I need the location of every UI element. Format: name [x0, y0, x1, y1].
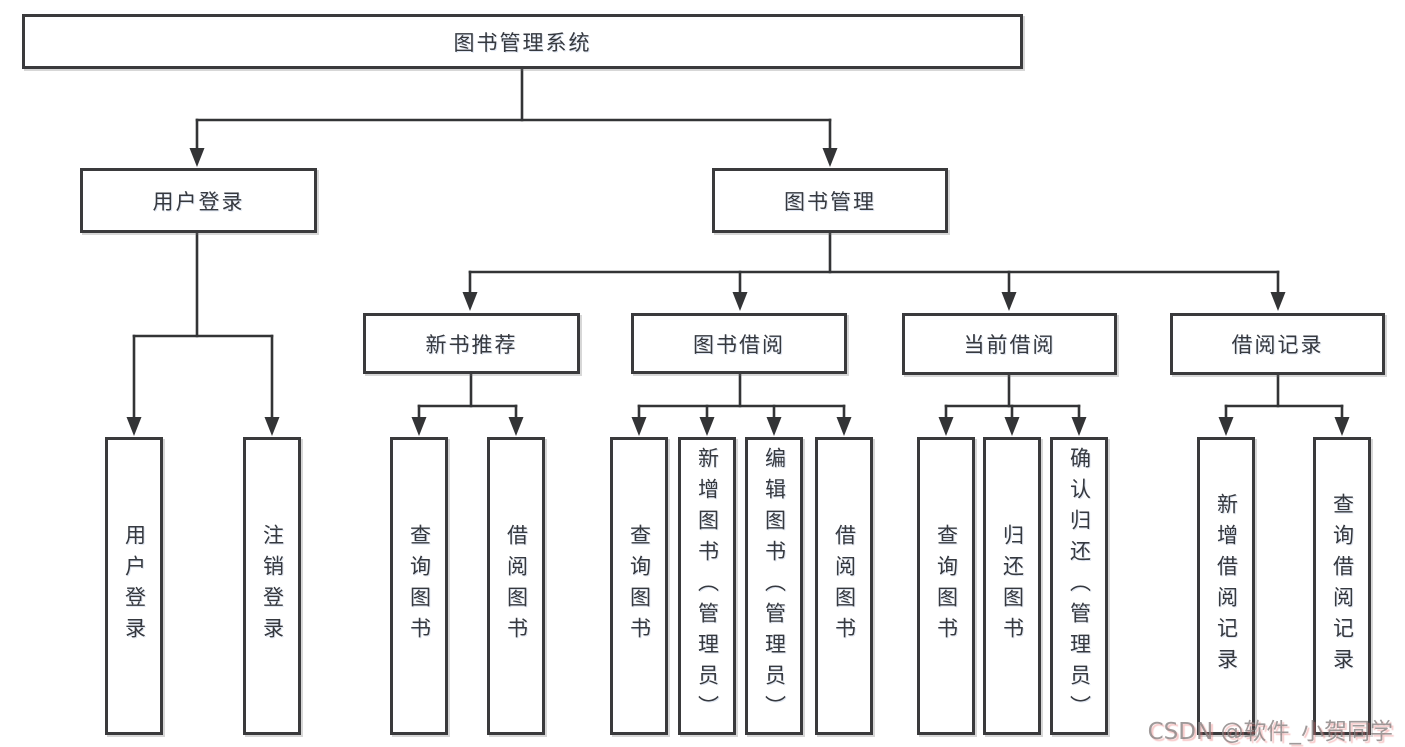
arrowhead-icon — [462, 292, 478, 311]
leaf-confirm-return-admin: 确认归还（管理员） — [1050, 437, 1108, 735]
arrowhead-icon — [732, 292, 748, 311]
node-user-login: 用户登录 — [80, 168, 317, 233]
node-user-login-label: 用户登录 — [152, 189, 245, 214]
arrowhead-icon — [1334, 417, 1350, 436]
node-library-management-system-label: 图书管理系统 — [453, 30, 592, 55]
leaf-user-login: 用户登录 — [105, 437, 163, 735]
leaf-logout: 注销登录 — [243, 437, 301, 735]
leaf-add-book-admin: 新增图书（管理员） — [678, 437, 736, 735]
arrowhead-icon — [1270, 292, 1286, 311]
leaf-query-books-recommend: 查询图书 — [390, 437, 448, 735]
leaf-query-borrow-record-label: 查询借阅记录 — [1330, 493, 1355, 679]
leaf-borrow-books-recommend-label: 借阅图书 — [504, 524, 529, 648]
node-new-book-recommend: 新书推荐 — [363, 313, 580, 374]
leaf-query-books-current-label: 查询图书 — [934, 524, 959, 648]
leaf-query-books-current: 查询图书 — [917, 437, 975, 735]
leaf-logout-label: 注销登录 — [260, 524, 285, 648]
node-current-borrowing-label: 当前借阅 — [963, 333, 1056, 357]
leaf-edit-book-admin-label: 编辑图书（管理员） — [762, 446, 787, 726]
leaf-return-books: 归还图书 — [983, 437, 1041, 735]
node-borrow-records-label: 借阅记录 — [1231, 333, 1324, 357]
leaf-query-books-recommend-label: 查询图书 — [407, 524, 432, 648]
leaf-borrow-books-recommend: 借阅图书 — [487, 437, 545, 735]
leaf-add-borrow-record-label: 新增借阅记录 — [1214, 493, 1239, 679]
watermark: CSDN @软件_小贺同学 — [1147, 719, 1393, 745]
arrowhead-icon — [836, 417, 852, 436]
arrowhead-icon — [264, 417, 280, 436]
node-book-management-label: 图书管理 — [784, 189, 876, 214]
arrowhead-icon — [766, 417, 782, 436]
arrowhead-icon — [411, 417, 427, 436]
leaf-query-borrow-record: 查询借阅记录 — [1313, 437, 1371, 735]
arrowhead-icon — [938, 417, 954, 436]
leaf-borrow-books-borrowing: 借阅图书 — [815, 437, 873, 735]
arrowhead-icon — [1004, 417, 1020, 436]
leaf-add-book-admin-label: 新增图书（管理员） — [695, 446, 720, 726]
node-book-borrowing-label: 图书借阅 — [693, 332, 785, 357]
arrowhead-icon — [508, 417, 524, 436]
arrowhead-icon — [699, 417, 715, 436]
node-new-book-recommend-label: 新书推荐 — [425, 332, 518, 357]
leaf-return-books-label: 归还图书 — [1000, 524, 1025, 648]
arrowhead-icon — [126, 417, 142, 436]
node-book-management: 图书管理 — [712, 168, 948, 233]
arrowhead-icon — [1001, 292, 1017, 311]
leaf-user-login-label: 用户登录 — [122, 524, 147, 648]
leaf-confirm-return-admin-label: 确认归还（管理员） — [1067, 446, 1092, 726]
node-borrow-records: 借阅记录 — [1170, 313, 1385, 375]
node-book-borrowing: 图书借阅 — [631, 313, 847, 374]
node-current-borrowing: 当前借阅 — [902, 313, 1117, 375]
leaf-edit-book-admin: 编辑图书（管理员） — [745, 437, 803, 735]
leaf-add-borrow-record: 新增借阅记录 — [1197, 437, 1255, 735]
leaf-query-books-borrowing-label: 查询图书 — [627, 524, 652, 648]
leaf-borrow-books-borrowing-label: 借阅图书 — [832, 524, 857, 648]
arrowhead-icon — [822, 148, 838, 167]
arrowhead-icon — [189, 148, 205, 167]
arrowhead-icon — [1218, 417, 1234, 436]
leaf-query-books-borrowing: 查询图书 — [610, 437, 668, 735]
arrowhead-icon — [631, 417, 647, 436]
arrowhead-icon — [1071, 417, 1087, 436]
node-library-management-system: 图书管理系统 — [22, 14, 1023, 69]
